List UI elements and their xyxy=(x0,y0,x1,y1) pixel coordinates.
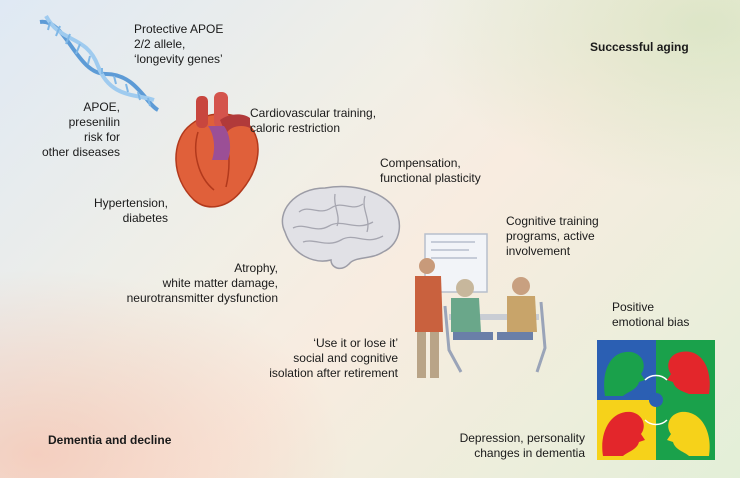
label-positive-bias: Positive emotional bias xyxy=(612,300,690,329)
label-successful-aging: Successful aging xyxy=(590,40,689,54)
people-icon xyxy=(415,233,547,378)
label-depression: Depression, personality changes in demen… xyxy=(459,431,585,460)
label-compensation: Compensation, functional plasticity xyxy=(380,156,481,185)
label-hypertension: Hypertension, diabetes xyxy=(93,196,168,225)
label-protective-apoe: Protective APOE 2/2 allele, ‘longevity g… xyxy=(134,22,224,66)
faces-icon xyxy=(597,340,715,460)
label-atrophy: Atrophy, white matter damage, neurotrans… xyxy=(126,261,278,305)
label-use-it: ‘Use it or lose it’ social and cognitive… xyxy=(269,336,398,380)
label-cardio: Cardiovascular training, caloric restric… xyxy=(250,106,377,135)
label-apoe-presenilin: APOE, presenilin risk for other diseases xyxy=(41,100,120,159)
label-cognitive-training: Cognitive training programs, active invo… xyxy=(506,214,599,258)
label-dementia-decline: Dementia and decline xyxy=(48,433,172,447)
dna-icon xyxy=(39,14,160,112)
heart-icon xyxy=(175,92,259,208)
brain-icon xyxy=(281,185,401,270)
